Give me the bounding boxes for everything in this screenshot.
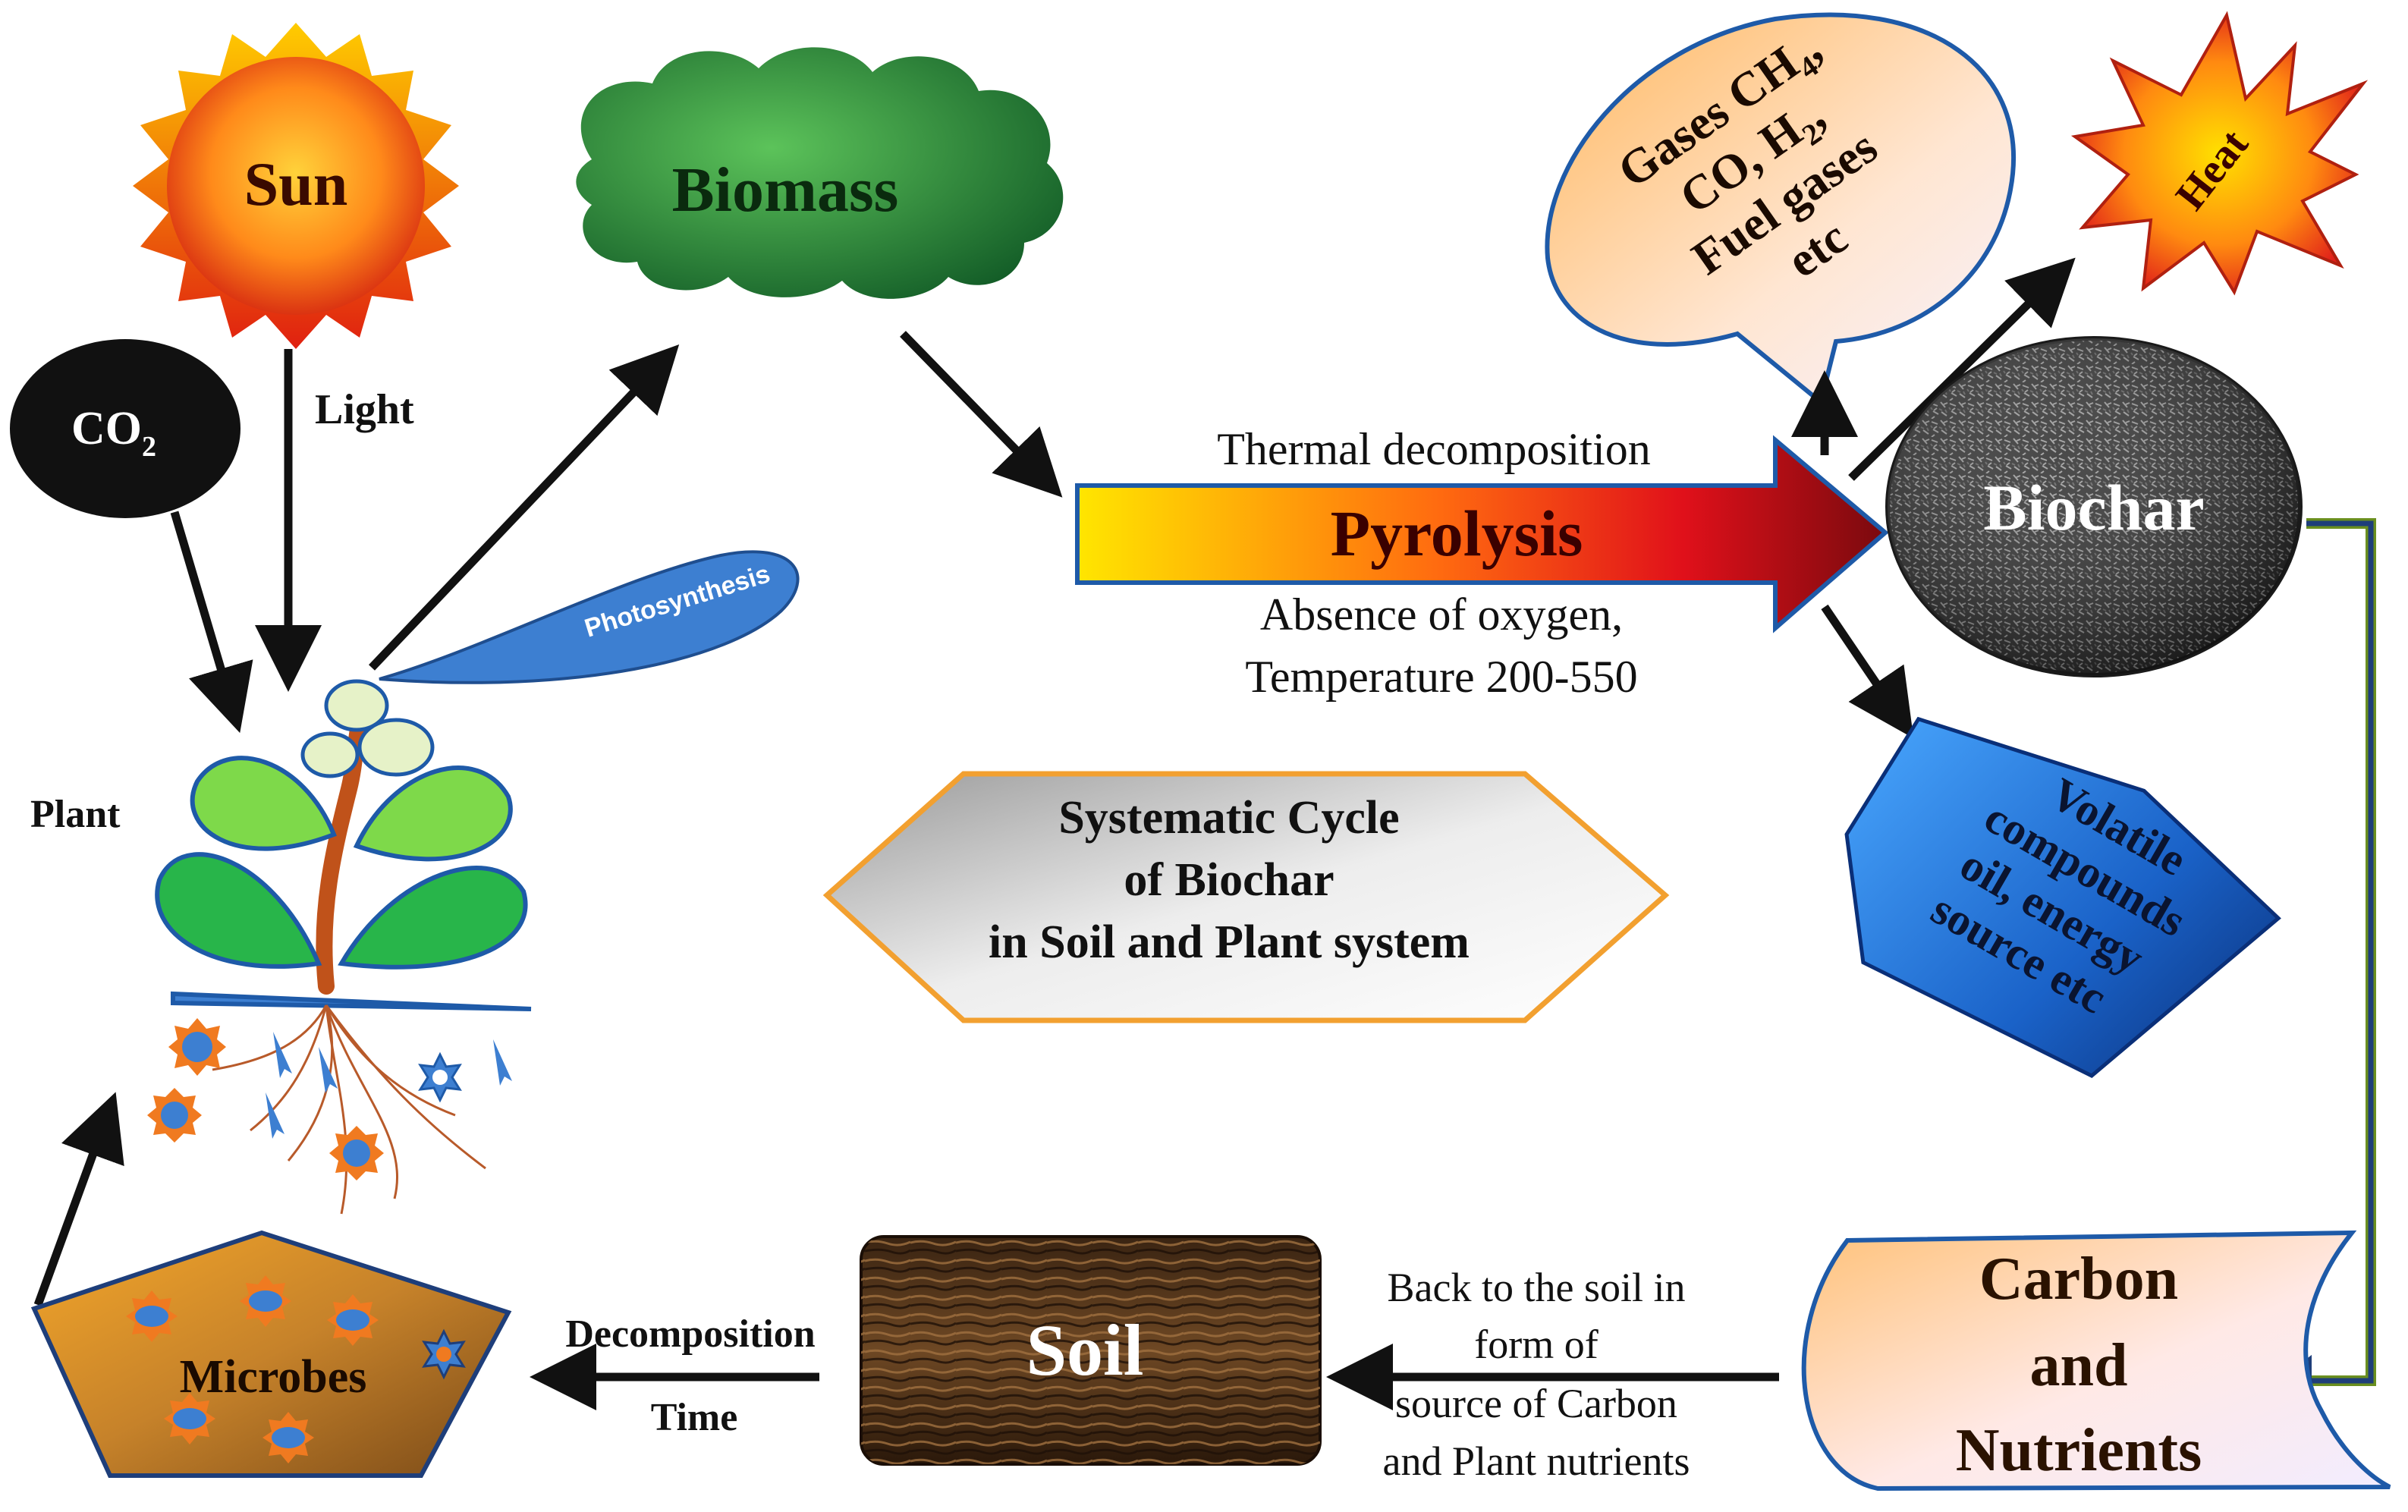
photosynthesis-leaf xyxy=(379,550,800,684)
biomass-to-pyrolysis-arrow xyxy=(900,331,1063,498)
right-arrows xyxy=(530,257,2076,1410)
plant-illustration xyxy=(147,679,532,1215)
back-line1: Back to the soil in xyxy=(1388,1265,1686,1310)
back-line3: source of Carbon xyxy=(1395,1381,1677,1426)
plant-stem xyxy=(316,697,373,995)
gases-node: Gases CH4, CO, H2, Fuel gases etc xyxy=(1545,12,2017,407)
heat-star xyxy=(2070,11,2369,296)
carbon-line2: and xyxy=(2030,1332,2128,1399)
photosynthesis-node: Photosynthesis xyxy=(379,550,800,684)
to-heat-arrow xyxy=(1848,257,2076,481)
soil-label: Soil xyxy=(1026,1309,1144,1391)
microbe-dots xyxy=(126,1275,466,1463)
back-to-soil-text: Back to the soil in form of source of Ca… xyxy=(1383,1265,1690,1484)
volatile-node: Volatile compounds oil, energy source et… xyxy=(1844,716,2281,1078)
carbon-node: Carbon and Nutrients xyxy=(1801,1230,2391,1492)
time-label: Time xyxy=(651,1396,738,1439)
sun-label: Sun xyxy=(244,149,348,218)
sun-disc xyxy=(167,57,425,315)
root-microbes xyxy=(147,1018,512,1180)
center-title-node: Systematic Cycle of Biochar in Soil and … xyxy=(822,771,1670,1023)
pyrolysis-label: Pyrolysis xyxy=(1331,497,1583,570)
carbon-line1: Carbon xyxy=(1979,1246,2178,1312)
plant-to-biomass-arrow xyxy=(369,344,680,671)
center-line2: of Biochar xyxy=(1124,854,1334,906)
co2-arrow xyxy=(170,511,253,734)
carbon-line3: Nutrients xyxy=(1956,1417,2202,1484)
decomposition-label: Decomposition xyxy=(565,1312,815,1356)
biomass-node: Biomass xyxy=(576,47,1064,299)
biochar-label: Biochar xyxy=(1983,471,2204,544)
heat-node: Heat xyxy=(2070,11,2369,296)
light-label: Light xyxy=(315,386,414,433)
roots xyxy=(212,1004,486,1215)
plant-label: Plant xyxy=(30,793,121,836)
left-arrows xyxy=(33,331,1063,1306)
biomass-label: Biomass xyxy=(672,155,899,225)
center-hexagon xyxy=(822,771,1670,1023)
pyrolysis-below-line2: Temperature 200-550 xyxy=(1245,652,1637,702)
center-line3: in Soil and Plant system xyxy=(989,916,1470,968)
gases-bubble xyxy=(1545,12,2017,407)
ground-line xyxy=(171,991,532,1011)
co2-label: CO2 xyxy=(71,403,156,463)
microbes-label: Microbes xyxy=(180,1351,367,1403)
co2-node: CO2 xyxy=(10,339,240,518)
back-line2: form of xyxy=(1474,1322,1598,1367)
biochar-node: Biochar xyxy=(1885,336,2303,677)
sun-node: Sun xyxy=(133,23,459,349)
co2-ellipse xyxy=(10,339,240,518)
carbon-scroll xyxy=(1801,1230,2391,1492)
to-volatile-arrow xyxy=(1821,604,1914,739)
volatile-pentagon xyxy=(1844,716,2281,1078)
microbes-to-plant-arrow xyxy=(33,1092,124,1306)
pyrolysis-below-line1: Absence of oxygen, xyxy=(1260,589,1623,640)
pyrolysis-above-label: Thermal decomposition xyxy=(1217,424,1651,474)
center-line1: Systematic Cycle xyxy=(1058,792,1399,844)
back-line4: and Plant nutrients xyxy=(1383,1438,1690,1484)
soil-node: Soil xyxy=(860,1235,1322,1466)
microbes-node: Microbes xyxy=(30,1230,512,1478)
pyrolysis-arrow xyxy=(1075,435,1889,633)
biomass-cloud xyxy=(576,47,1064,299)
pyrolysis-node: Thermal decomposition Pyrolysis Absence … xyxy=(1075,424,1889,702)
